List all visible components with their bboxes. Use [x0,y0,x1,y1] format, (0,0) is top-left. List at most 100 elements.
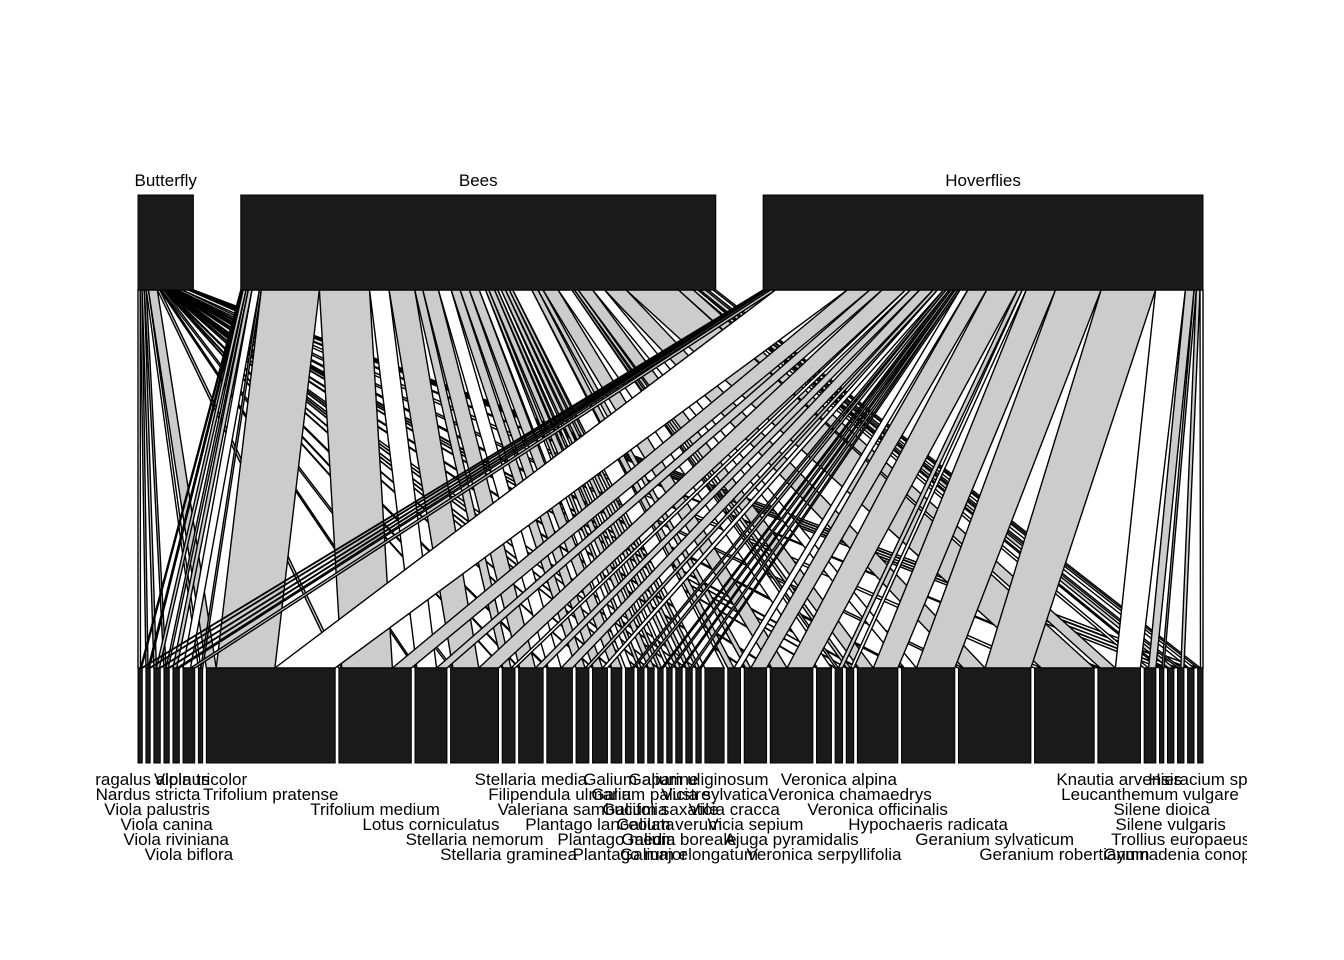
lower-label-plantago-media: Plantago media [557,830,676,849]
lower-label-silene-vulgaris: Silene vulgaris [1115,815,1226,834]
lower-label-viola-canina: Viola canina [120,815,213,834]
lower-label-geranium-robertianum: Geranium robertianum [979,845,1149,864]
lower-box-galium-boreale [675,667,683,764]
lower-label-plantago-lanceolata: Plantago lanceolata [525,815,675,834]
lower-box-trollius-europaeus [1177,667,1185,764]
lower-box-vicia-sepium [743,667,768,764]
lower-box-vicia-cracca [727,667,742,764]
lower-box-veronica-chamaedrys [845,667,855,764]
lower-label-hieracium-sp: Hieracium sp. [1148,770,1252,789]
lower-label-ajuga-pyramidalis: Ajuga pyramidalis [724,830,858,849]
lower-label-vicia-sylvatica: Vicia sylvatica [661,785,768,804]
lower-box-gymnadenia-conopsea [1187,667,1195,764]
lower-label-galium-aparine: Galium aparine [583,770,698,789]
lower-box-stellaria-graminea [501,667,516,764]
lower-label-stellaria-graminea: Stellaria graminea [440,845,578,864]
lower-box-stellaria-nemorum [450,667,500,764]
higher-box-bees [240,194,717,291]
lower-box-valeriana-sambucifolia [575,667,590,764]
lower-label-galium-palustre: Galium palustre [591,785,710,804]
lower-box-silene-dioica [1159,667,1165,764]
higher-box-butterfly [137,194,194,291]
lower-label-vicia-cracca: Vicia cracca [688,800,780,819]
lower-box-astragalus-alpinus [137,667,143,764]
lower-label-trollius-europaeus: Trollius europaeus [1111,830,1250,849]
lower-box-viola-palustris [153,667,161,764]
lower-label-viola-palustris: Viola palustris [104,800,210,819]
lower-label-gymnadenia-conopsea: Gymnadenia conopsea [1103,845,1278,864]
lower-box-leucanthemum-vulgare [1143,667,1157,764]
lower-label-veronica-serpyllifolia: Veronica serpyllifolia [747,845,903,864]
lower-box-ajuga-pyramidalis [769,667,814,764]
lower-level-boxes [137,667,1204,764]
lower-box-galium-uliginosum [695,667,702,764]
lower-box-geranium-sylvaticum [957,667,1032,764]
lower-label-trifolium-medium: Trifolium medium [310,800,440,819]
lower-box-silene-vulgaris [1166,667,1175,764]
lower-box-veronica-alpina [834,667,844,764]
interaction-links [137,289,1204,669]
lower-label-stellaria-nemorum: Stellaria nemorum [406,830,544,849]
lower-box-veronica-serpyllifolia [816,667,832,764]
lower-label-galium-boreale: Galium boreale [621,830,736,849]
lower-box-viola-riviniana [172,667,180,764]
lower-box-galium-saxatile [657,667,664,764]
lower-box-galium-aparine [637,667,645,764]
lower-box-geranium-robertianum [1034,667,1095,764]
lower-label-valeriana-sambucifolia: Valeriana sambucifolia [498,800,668,819]
lower-box-veronica-officinalis [856,667,899,764]
lower-box-plantago-lanceolata [592,667,608,764]
lower-label-viola-riviniana: Viola riviniana [123,830,229,849]
lower-label-lotus-corniculatus: Lotus corniculatus [362,815,499,834]
lower-label-viola-biflora: Viola biflora [145,845,234,864]
lower-box-stellaria-media [518,667,544,764]
lower-label-veronica-chamaedrys: Veronica chamaedrys [768,785,931,804]
lower-box-hieracium-sp [1197,667,1204,764]
lower-box-galium-elongatum [685,667,693,764]
lower-box-galium-palustre [647,667,655,764]
higher-box-hoverflies [762,194,1204,291]
higher-label-bees: Bees [459,171,498,190]
lower-label-silene-dioica: Silene dioica [1113,800,1210,819]
lower-box-plantago-media [610,667,623,764]
lower-label-galium-verum: Galium verum [617,815,723,834]
lower-label-veronica-alpina: Veronica alpina [781,770,898,789]
lower-label-astragalus-alpinus: Astragalus alpinus [71,770,210,789]
lower-box-lotus-corniculatus [414,667,448,764]
lower-label-nardus-stricta: Nardus stricta [96,785,201,804]
higher-level-labels: Butterfly Bees Hoverflies [135,171,1021,190]
lower-label-galium-elongatum: Galium elongatum [620,845,758,864]
interaction-link [1199,289,1204,669]
lower-label-trifolium-pratense: Trifolium pratense [203,785,338,804]
lower-box-vicia-sylvatica [704,667,725,764]
lower-label-leucanthemum-vulgare: Leucanthemum vulgare [1061,785,1239,804]
lower-box-knautia-arvensis [1097,667,1141,764]
lower-box-filipendula-ulmaria [546,667,573,764]
higher-label-hoverflies: Hoverflies [945,171,1021,190]
lower-box-galium-verum [666,667,673,764]
lower-box-hypochaeris-radicata [901,667,956,764]
interaction-link [137,289,142,669]
lower-label-galium-uliginosum: Galium uliginosum [629,770,769,789]
lower-label-plantago-major: Plantago major [573,845,688,864]
lower-box-trifolium-medium [338,667,412,764]
lower-box-viola-biflora [182,667,196,764]
lower-box-nardus-stricta [145,667,151,764]
higher-level-boxes [137,194,1204,291]
lower-label-veronica-officinalis: Veronica officinalis [807,800,948,819]
lower-label-geranium-sylvaticum: Geranium sylvaticum [915,830,1074,849]
higher-label-butterfly: Butterfly [135,171,198,190]
lower-label-stellaria-media: Stellaria media [475,770,588,789]
lower-box-plantago-major [624,667,635,764]
lower-label-galium-saxatile: Galium saxatile [602,800,718,819]
lower-label-knautia-arvensis: Knautia arvensis [1056,770,1182,789]
lower-label-viola-tricolor: Viola tricolor [154,770,248,789]
lower-box-viola-canina [163,667,170,764]
lower-label-vicia-sepium: Vicia sepium [707,815,803,834]
lower-box-viola-tricolor [197,667,204,764]
lower-label-filipendula-ulmaria: Filipendula ulmaria [488,785,631,804]
lower-box-trifolium-pratense [205,667,336,764]
lower-label-hypochaeris-radicata: Hypochaeris radicata [848,815,1008,834]
